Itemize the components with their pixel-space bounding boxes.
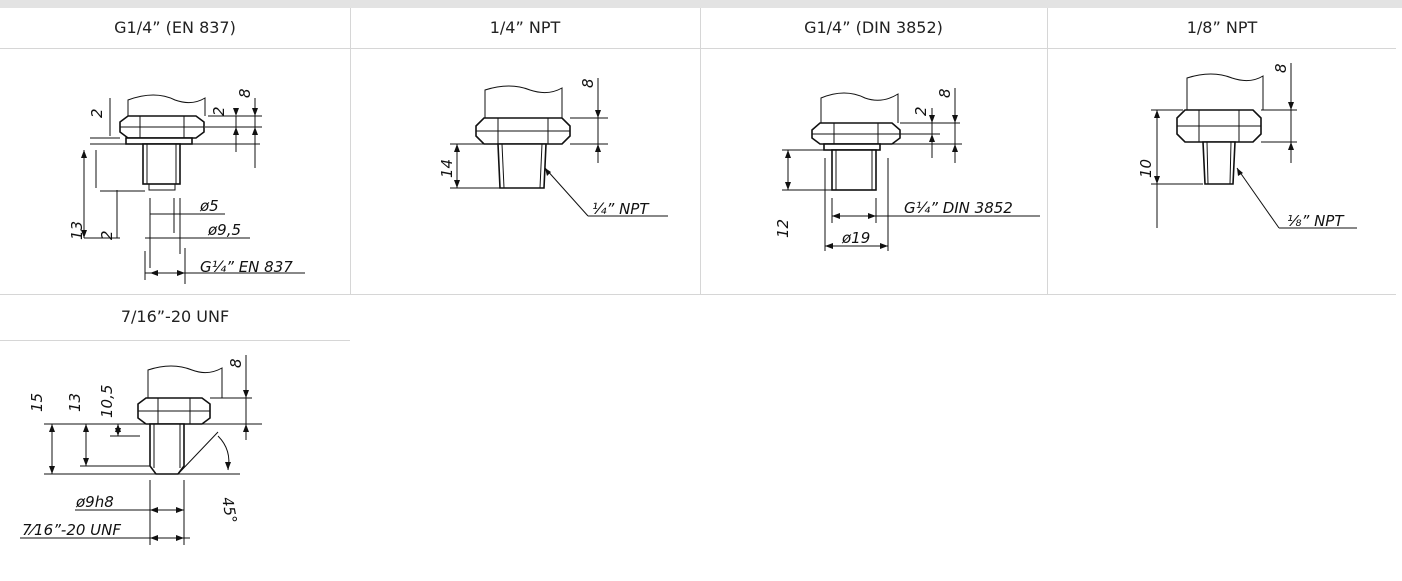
dim-label: 8 [936, 88, 954, 98]
header-g14-din3852: G1/4” (DIN 3852) [804, 18, 943, 37]
table-border [700, 8, 701, 295]
drawing-g14-din3852: 2 8 12 G¼” DIN 3852 ø19 [774, 88, 1040, 251]
drawing-g14-en837: 2 2 8 13 2 ø5 ø9,5 G¼” EN 837 [68, 88, 305, 284]
dim-label: 2 [88, 108, 106, 118]
dim-label: 45° [218, 496, 240, 525]
dim-label: 13 [68, 221, 86, 240]
drawing-npt-14: 8 14 ¼” NPT [438, 78, 668, 218]
dim-label: 8 [227, 358, 245, 368]
dim-label: 2 [98, 230, 116, 240]
thread-label: G¼” DIN 3852 [904, 199, 1013, 217]
table-border [0, 48, 1396, 49]
drawing-unf: 15 13 10,5 8 ø9h8 45° 7⁄16”-20 UNF [20, 355, 262, 545]
dim-label: 15 [28, 393, 46, 412]
header-unf: 7/16”-20 UNF [120, 307, 230, 326]
drawing-npt-18: 8 10 ⅛” NPT [1137, 63, 1357, 230]
table-border [1047, 8, 1048, 295]
thread-label: ⅛” NPT [1287, 212, 1345, 230]
thread-label: 7⁄16”-20 UNF [22, 521, 121, 539]
dim-label: ø9,5 [207, 221, 241, 239]
dim-label: 2 [912, 106, 930, 116]
dim-label: 12 [774, 219, 792, 238]
header-npt-18: 1/8” NPT [1186, 18, 1258, 37]
dim-label: 13 [66, 393, 84, 412]
dim-label: 8 [1272, 63, 1290, 73]
dim-label: 10,5 [98, 385, 116, 418]
dim-label: ø19 [841, 229, 870, 247]
dim-label: 2 [210, 106, 228, 116]
table-border [0, 340, 350, 341]
dim-label: 8 [236, 88, 254, 98]
dim-label: 14 [438, 159, 456, 178]
dim-label: ø5 [199, 197, 219, 215]
table-border [350, 8, 351, 295]
table-top-bar [0, 0, 1402, 8]
dim-label: 10 [1137, 159, 1155, 178]
thread-label: G¼” EN 837 [200, 258, 293, 276]
dim-label: ø9h8 [75, 493, 114, 511]
header-npt-14: 1/4” NPT [489, 18, 561, 37]
thread-label: ¼” NPT [592, 200, 650, 218]
table-border [0, 294, 1396, 295]
header-g14-en837: G1/4” (EN 837) [114, 18, 236, 37]
dim-label: 8 [579, 78, 597, 88]
